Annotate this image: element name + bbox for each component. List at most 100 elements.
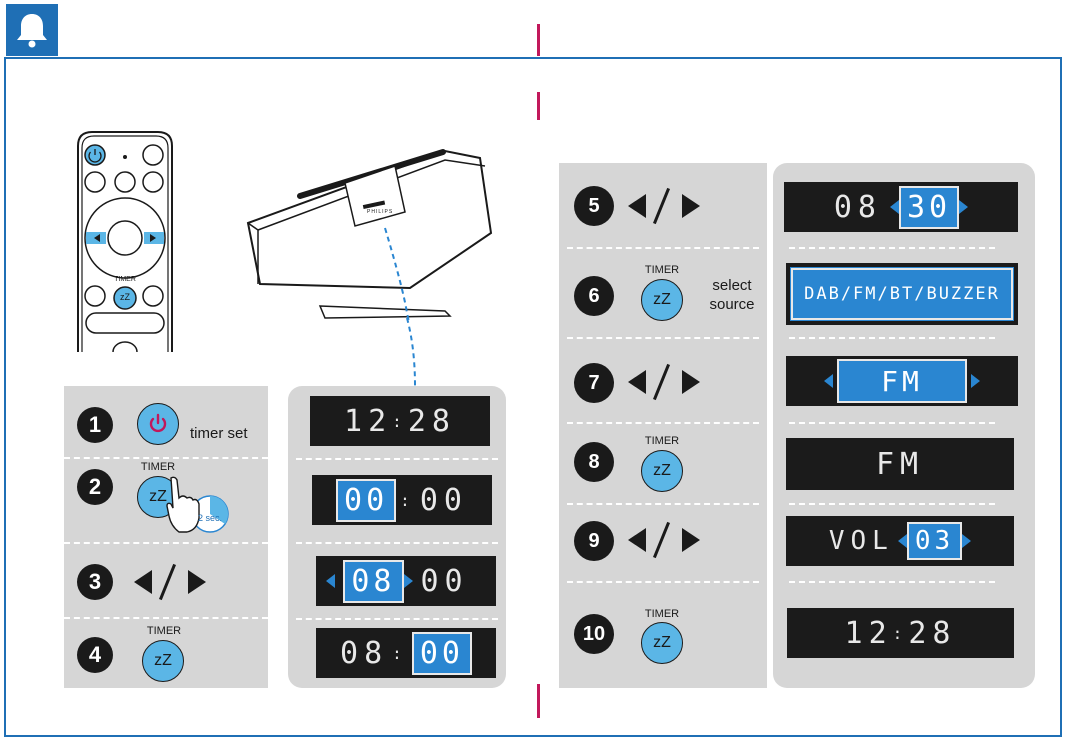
lcd-minutes-highlight: 30 [899, 185, 960, 229]
right-arrow-icon [188, 570, 206, 594]
step-separator [567, 247, 759, 249]
press-hand-icon [166, 476, 229, 533]
lcd-display: 12 : 28 [787, 608, 1014, 658]
remote-timer-glyph: zZ [120, 292, 130, 302]
lcd-display: VOL 03 [786, 516, 1014, 566]
step-number: 2 [77, 469, 113, 505]
connector-line [406, 318, 416, 387]
left-arrow-icon [628, 528, 646, 552]
alarm-section-tab [6, 4, 58, 56]
lcd-hours-highlight: 08 [343, 559, 404, 603]
divider [537, 24, 540, 56]
step-separator [567, 503, 759, 505]
lcd-display: 08 00 [316, 556, 496, 606]
lcd-volume-label: VOL [828, 526, 894, 556]
remote-timer-label: TIMER [114, 276, 136, 283]
remote-control [77, 131, 173, 352]
lcd-minutes: 00 [420, 563, 469, 599]
lcd-display: 08 30 [784, 182, 1018, 232]
lcd-minutes-highlight: 00 [411, 631, 472, 675]
select-source-text: select source [709, 277, 755, 313]
timer-button[interactable]: zZ [142, 640, 184, 682]
lcd-minutes: 00 [419, 482, 468, 518]
timer-label: TIMER [644, 608, 680, 620]
lcd-display: 00 : 00 [312, 475, 492, 525]
hold-duration: 2 sec. [198, 513, 223, 523]
lcd-colon: : [392, 643, 408, 663]
step-separator [567, 581, 759, 583]
divider [537, 684, 540, 718]
lcd-volume-highlight: 03 [906, 522, 963, 560]
step-separator [64, 457, 268, 459]
lcd-source-highlight: FM [837, 359, 967, 403]
lcd-colon: : [400, 490, 416, 510]
right-steps-panel [559, 163, 767, 688]
content-frame [4, 57, 1062, 737]
right-displays-panel [773, 163, 1035, 688]
lcd-display: FM [786, 438, 1014, 490]
right-arrow-icon [682, 370, 700, 394]
power-button[interactable] [137, 403, 179, 445]
lcd-hours: 12 [844, 615, 893, 651]
speaker-unit [246, 149, 493, 323]
speaker-brand: PHILIPS [367, 209, 394, 215]
step-number: 1 [77, 407, 113, 443]
left-arrow-icon [134, 570, 152, 594]
adjust-right-icon [959, 200, 969, 214]
left-arrow-icon [628, 370, 646, 394]
adjust-left-icon [824, 374, 833, 388]
display-separator [296, 618, 498, 620]
lcd-hours: 12 [344, 403, 393, 439]
adjust-right-icon [971, 374, 980, 388]
step-separator [567, 422, 759, 424]
lcd-minutes: 28 [908, 615, 957, 651]
right-arrow-icon [682, 194, 700, 218]
source-list: DAB/FM/BT/BUZZER [787, 264, 1017, 324]
power-icon [149, 413, 167, 433]
display-separator [296, 458, 498, 460]
lcd-display: 08 : 00 [316, 628, 496, 678]
display-separator [296, 542, 498, 544]
adjust-right-icon [962, 534, 972, 548]
step-separator [64, 617, 268, 619]
lcd-hours-highlight: 00 [336, 478, 397, 522]
timer-label: TIMER [644, 264, 680, 276]
lcd-colon: : [892, 623, 909, 643]
step-number: 9 [574, 521, 614, 561]
lcd-hours: 08 [340, 635, 389, 671]
timer-label: TIMER [644, 435, 680, 447]
display-separator [789, 581, 995, 583]
lcd-display: 12 : 28 [310, 396, 490, 446]
step-number: 5 [574, 186, 614, 226]
timer-label: TIMER [146, 625, 182, 637]
adjust-left-icon [897, 534, 907, 548]
adjust-left-icon [890, 200, 899, 214]
step-number: 3 [77, 564, 113, 600]
step-number: 4 [77, 637, 113, 673]
right-arrow-icon [682, 528, 700, 552]
display-separator [789, 247, 995, 249]
timer-button[interactable]: zZ [641, 279, 683, 321]
display-separator [789, 503, 995, 505]
step-separator [567, 337, 759, 339]
step-number: 10 [574, 614, 614, 654]
display-separator [789, 422, 995, 424]
lcd-display: FM [786, 356, 1018, 406]
lcd-display: DAB/FM/BT/BUZZER [786, 263, 1018, 325]
timer-button[interactable]: zZ [641, 622, 683, 664]
adjust-right-icon [403, 574, 413, 588]
step-separator [64, 542, 268, 544]
timer-label: TIMER [140, 461, 176, 473]
adjust-left-icon [326, 574, 335, 588]
divider [537, 92, 540, 120]
lcd-hours: 08 [833, 189, 882, 225]
step-number: 6 [574, 276, 614, 316]
bell-icon [17, 14, 47, 48]
step-number: 7 [574, 363, 614, 403]
step-number: 8 [574, 442, 614, 482]
left-arrow-icon [628, 194, 646, 218]
display-separator [789, 337, 995, 339]
lcd-minutes: 28 [407, 403, 456, 439]
timer-set-text: timer set [190, 425, 248, 442]
timer-button[interactable]: zZ [641, 450, 683, 492]
